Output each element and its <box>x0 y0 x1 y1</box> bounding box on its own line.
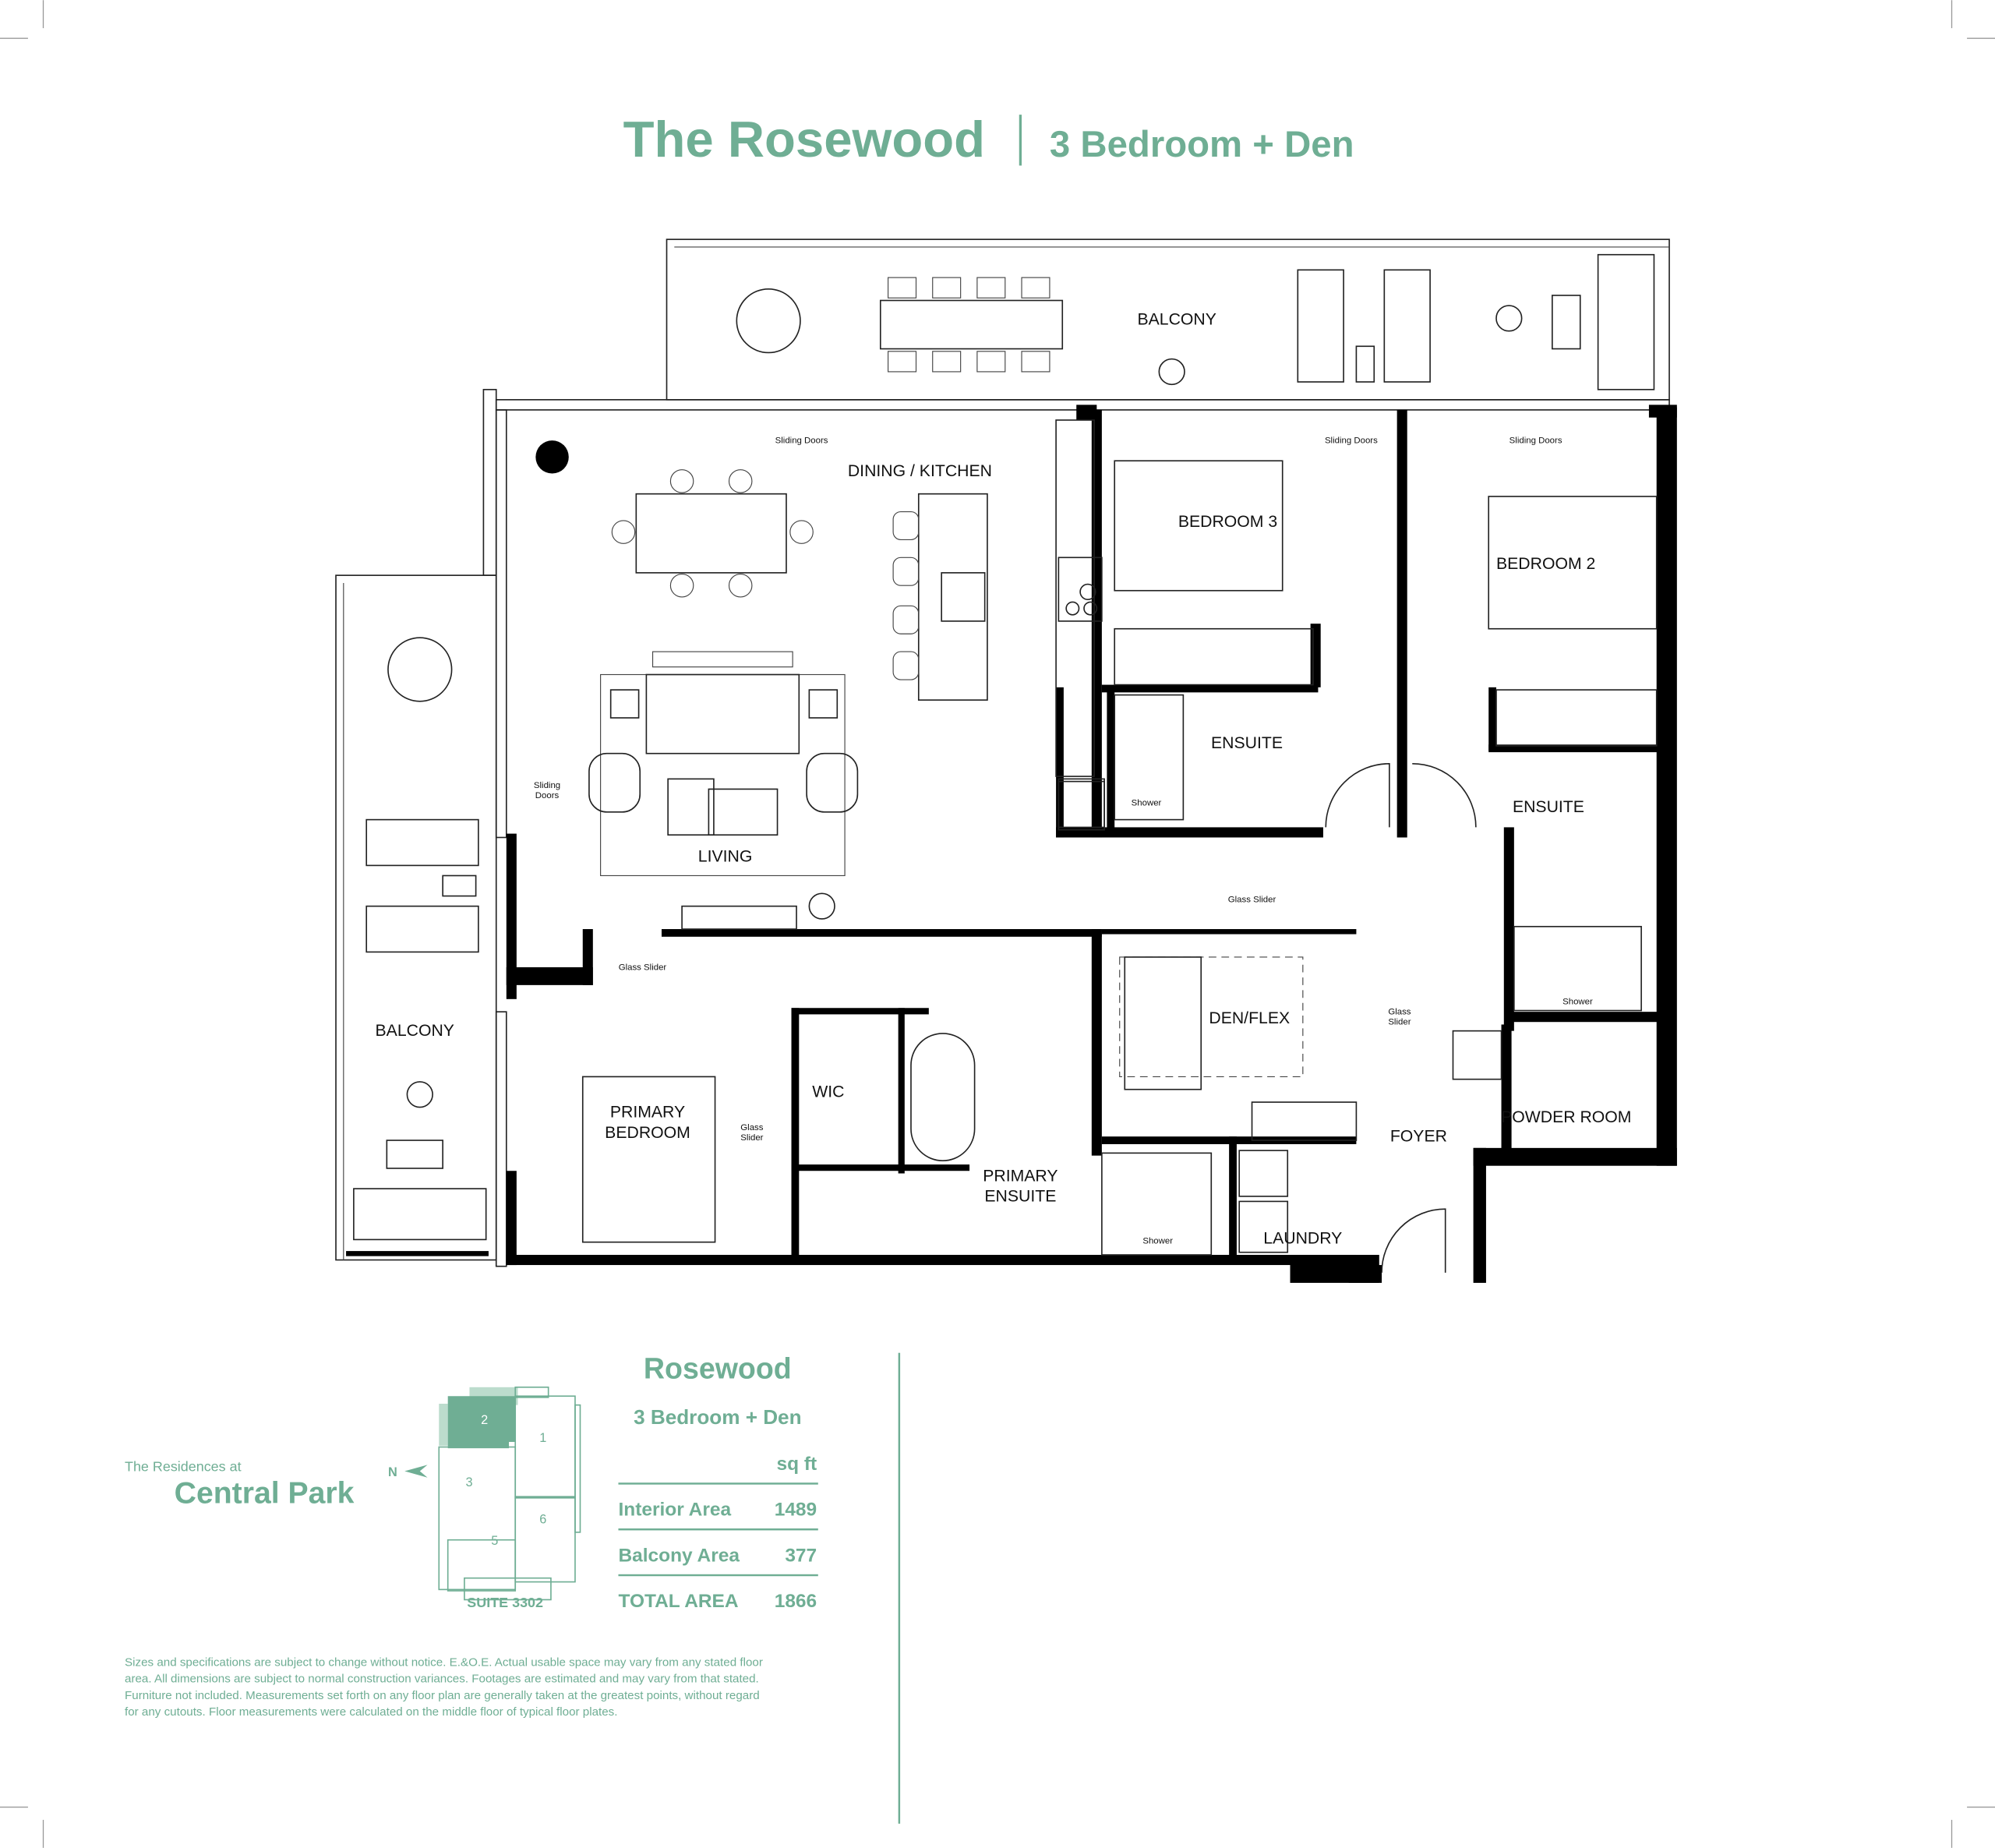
note-glass-4a: Glass <box>740 1123 763 1132</box>
summary-type: 3 Bedroom + Den <box>634 1405 801 1429</box>
floor-plan <box>335 239 1677 1283</box>
label-primary-bedroom-1: PRIMARY <box>610 1104 685 1122</box>
label-foyer: FOYER <box>1390 1128 1447 1146</box>
total-area-value: 1866 <box>775 1591 817 1612</box>
note-glass-slider-1: Glass Slider <box>1228 896 1276 905</box>
label-ensuite-bed3: ENSUITE <box>1211 734 1283 752</box>
note-shower-3: Shower <box>1142 1236 1173 1246</box>
disclaimer-line: area. All dimensions are subject to norm… <box>125 1673 759 1686</box>
balcony-area-label: Balcony Area <box>618 1545 740 1566</box>
note-sliding-left-2: Doors <box>535 791 560 800</box>
label-balcony-left: BALCONY <box>376 1022 454 1040</box>
label-living: LIVING <box>698 848 753 866</box>
disclaimer-line: for any cutouts. Floor measurements were… <box>125 1705 617 1719</box>
summary-unit: sq ft <box>777 1454 817 1475</box>
label-ensuite-bed2: ENSUITE <box>1513 798 1584 816</box>
label-primary-ensuite-2: ENSUITE <box>984 1187 1056 1205</box>
label-den-flex: DEN/FLEX <box>1209 1009 1290 1027</box>
north-arrow-icon <box>404 1465 428 1478</box>
suite-number: SUITE 3302 <box>467 1595 543 1610</box>
balcony-area-value: 377 <box>785 1545 817 1566</box>
page-title: The Rosewood <box>623 111 985 168</box>
summary-name: Rosewood <box>644 1352 792 1384</box>
note-shower-2: Shower <box>1562 997 1593 1006</box>
key-unit-1: 1 <box>539 1431 546 1445</box>
title-divider <box>1019 115 1022 166</box>
label-primary-ensuite-1: PRIMARY <box>983 1167 1058 1185</box>
key-unit-6: 6 <box>539 1512 546 1526</box>
label-wic: WIC <box>812 1083 844 1101</box>
note-sliding-doors-2: Sliding Doors <box>1325 436 1378 445</box>
label-balcony-top: BALCONY <box>1137 311 1216 329</box>
note-glass-slider-2: Glass Slider <box>619 963 667 972</box>
note-shower-1: Shower <box>1132 799 1162 808</box>
total-area-label: TOTAL AREA <box>618 1591 738 1612</box>
key-unit-2: 2 <box>481 1413 488 1427</box>
vertical-divider <box>898 1352 901 1824</box>
label-bedroom-2: BEDROOM 2 <box>1496 555 1595 573</box>
label-bedroom-3: BEDROOM 3 <box>1178 513 1277 531</box>
disclaimer-line: Furniture not included. Measurements set… <box>125 1689 760 1702</box>
page-subtitle: 3 Bedroom + Den <box>1050 124 1354 165</box>
key-north: N <box>388 1465 397 1479</box>
area-summary: Rosewood 3 Bedroom + Den sq ft Interior … <box>618 1352 818 1612</box>
label-dining-kitchen: DINING / KITCHEN <box>848 462 992 480</box>
note-sliding-doors-3: Sliding Doors <box>1509 436 1562 445</box>
label-laundry: LAUNDRY <box>1263 1229 1342 1247</box>
key-unit-5: 5 <box>491 1534 498 1548</box>
note-sliding-left-1: Sliding <box>534 781 560 790</box>
note-glass-3b: Slider <box>1388 1017 1411 1026</box>
label-primary-bedroom-2: BEDROOM <box>605 1124 690 1142</box>
brand-line2: Central Park <box>175 1476 355 1510</box>
interior-area-label: Interior Area <box>618 1500 731 1521</box>
room-labels: BALCONY DINING / KITCHEN BEDROOM 3 BEDRO… <box>376 311 1632 1248</box>
interior-area-value: 1489 <box>775 1500 817 1521</box>
key-unit-3: 3 <box>466 1475 473 1489</box>
note-glass-4b: Slider <box>740 1133 763 1143</box>
label-powder-room: POWDER ROOM <box>1501 1108 1631 1126</box>
brand-line1: The Residences at <box>125 1459 242 1475</box>
note-sliding-doors-1: Sliding Doors <box>775 436 828 445</box>
note-glass-3a: Glass <box>1388 1007 1411 1016</box>
key-plan: N 2 1 3 6 5 SUITE 3302 <box>388 1386 581 1610</box>
disclaimer: Sizes and specifications are subject to … <box>125 1655 763 1719</box>
disclaimer-line: Sizes and specifications are subject to … <box>125 1655 763 1669</box>
